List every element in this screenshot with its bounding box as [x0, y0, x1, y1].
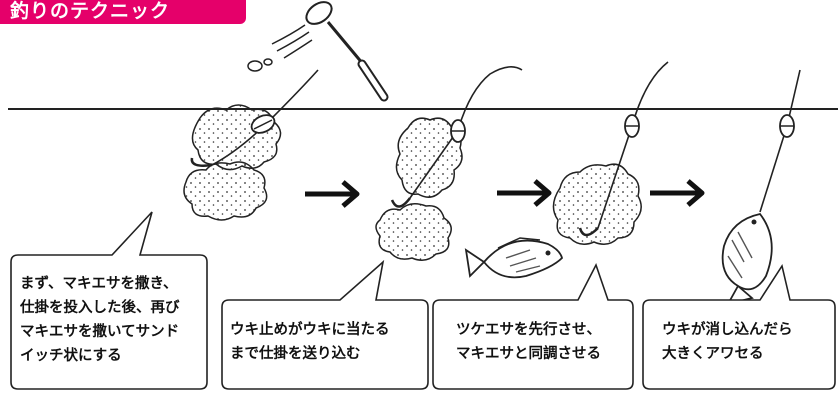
- step-3-caption: ツケエサを先行させ、 マキエサと同調させる: [456, 322, 601, 362]
- thrown-chum-icon: [247, 24, 313, 72]
- step-4-caption: ウキが消し込んだら 大きくアワセる: [662, 322, 793, 362]
- fish-icon: [464, 237, 563, 279]
- chum-cloud-icon: [395, 117, 463, 198]
- title-banner: 釣りのテクニック: [0, 0, 246, 24]
- fishing-line: [759, 125, 788, 213]
- hook-icon: [190, 157, 213, 167]
- caption-box-outline: [221, 259, 429, 390]
- chum-cloud-icon: [183, 161, 268, 221]
- arrow-right-icon: [650, 179, 705, 207]
- caption-box-outline: [10, 211, 208, 390]
- fishing-line: [631, 61, 669, 127]
- chum-cloud-icon: [375, 203, 452, 261]
- float-icon: [250, 114, 276, 134]
- arrow-right-icon: [305, 180, 360, 208]
- arrow-right-icon: [497, 179, 552, 207]
- fish-icon: [721, 213, 773, 306]
- step-2-caption: ウキ止めがウキに当たる まで仕掛を送り込む: [230, 322, 390, 362]
- float-icon: [624, 114, 640, 138]
- fishing-line: [457, 66, 523, 131]
- caption-box-outline: [642, 263, 836, 390]
- float-icon: [450, 119, 466, 143]
- chum-cloud-icon: [552, 163, 642, 245]
- hook-icon: [390, 197, 411, 208]
- hook-icon: [578, 227, 599, 237]
- float-icon: [779, 114, 795, 138]
- step-1-caption: まず、マキエサを撒き、 仕掛を投入した後、再び マキエサを撒いてサンド イッチ状…: [20, 276, 180, 364]
- ladle-icon: [305, 1, 389, 102]
- caption-box-outline: [432, 262, 634, 390]
